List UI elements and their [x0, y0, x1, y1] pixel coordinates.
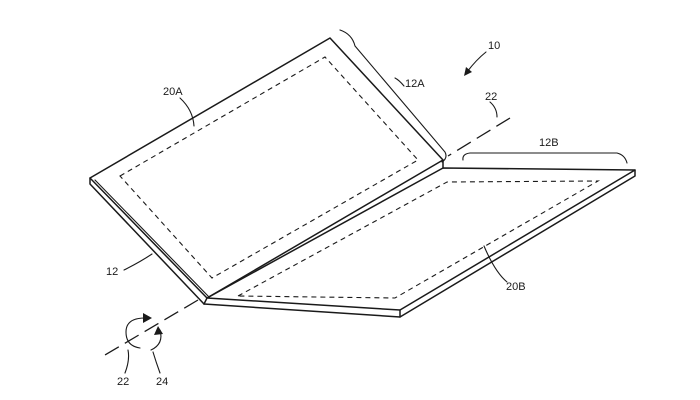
- label-lower-display: 20B: [506, 281, 526, 293]
- label-axis-top: 22: [485, 91, 497, 103]
- bracket-12b: [462, 152, 628, 164]
- lower-housing-12b: [203, 159, 636, 318]
- fold-axis-22: [104, 117, 511, 356]
- label-rotation: 24: [156, 376, 168, 388]
- rotation-arrow-24: [125, 313, 163, 351]
- bracket-12a: [339, 29, 447, 163]
- upper-housing-12a: [89, 37, 444, 305]
- label-upper-half: 12A: [405, 78, 425, 90]
- lower-display-20b: [235, 180, 601, 299]
- upper-display-20a: [119, 56, 419, 279]
- reference-labels: 10 20A 12A 22 12B 12 20B 22 24: [106, 40, 559, 388]
- label-axis-bottom: 22: [117, 376, 129, 388]
- label-lower-half: 12B: [539, 137, 559, 149]
- label-device: 10: [488, 40, 500, 52]
- leader-lines: [123, 51, 508, 374]
- label-upper-display: 20A: [163, 86, 183, 98]
- label-housing: 12: [106, 266, 118, 278]
